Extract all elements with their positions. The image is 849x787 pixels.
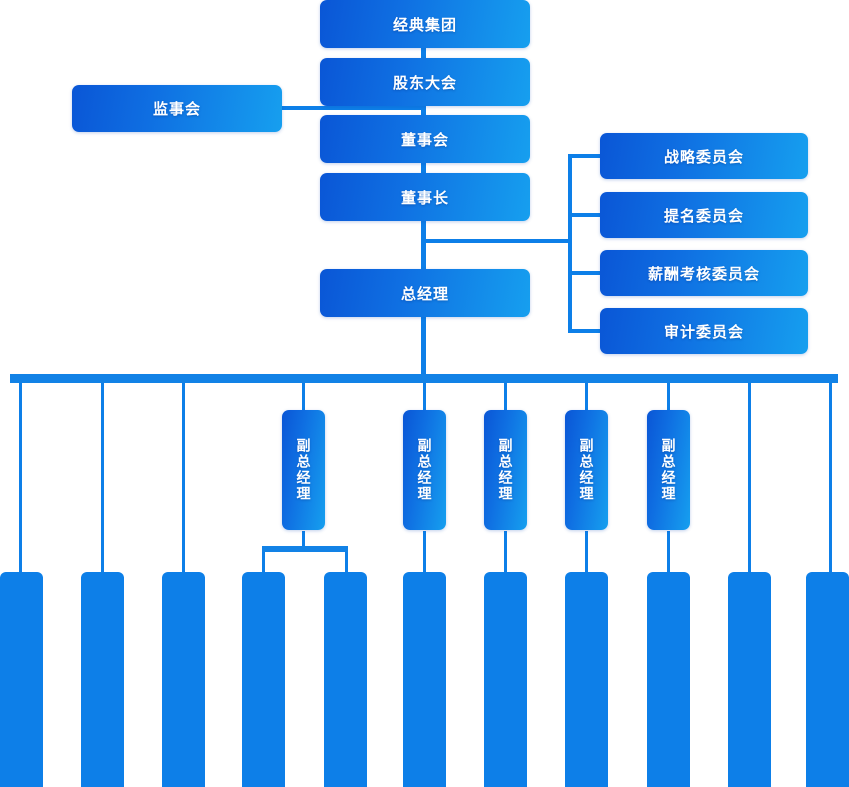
node-department-8[interactable]	[565, 572, 608, 787]
node-chairman[interactable]: 董事长	[320, 173, 530, 221]
node-deputy-gm-5[interactable]: 副总经理	[647, 410, 690, 530]
connector-gm-to-distribution-bar	[421, 316, 426, 376]
node-department-6[interactable]	[403, 572, 446, 787]
node-supervisory-board[interactable]: 监事会	[72, 85, 282, 132]
connector-board-to-chairman	[421, 163, 426, 174]
node-department-3[interactable]	[162, 572, 205, 787]
connector-spine-to-nomination	[568, 213, 602, 217]
node-department-10[interactable]	[728, 572, 771, 787]
node-deputy-gm-1[interactable]: 副总经理	[282, 410, 325, 530]
node-audit-committee[interactable]: 审计委员会	[600, 308, 808, 354]
committee-spine	[568, 154, 572, 333]
node-strategy-committee[interactable]: 战略委员会	[600, 133, 808, 179]
node-general-manager[interactable]: 总经理	[320, 269, 530, 317]
node-nomination-committee[interactable]: 提名委员会	[600, 192, 808, 238]
drop-line-dept-10	[748, 383, 751, 575]
node-department-9[interactable]	[647, 572, 690, 787]
node-compensation-committee[interactable]: 薪酬考核委员会	[600, 250, 808, 296]
node-department-7[interactable]	[484, 572, 527, 787]
drop-line-dept-8	[585, 531, 588, 575]
drop-line-dept-11	[829, 383, 832, 575]
drop-line-dept-7	[504, 531, 507, 575]
connector-group-to-shareholders	[421, 48, 426, 59]
connector-spine-to-compensation	[568, 271, 602, 275]
node-department-1[interactable]	[0, 572, 43, 787]
drop-line-deputy-3	[504, 383, 507, 410]
node-group[interactable]: 经典集团	[320, 0, 530, 48]
node-department-4[interactable]	[242, 572, 285, 787]
connector-supervisor-to-trunk	[280, 106, 425, 110]
node-shareholders-meeting[interactable]: 股东大会	[320, 58, 530, 106]
node-deputy-gm-3[interactable]: 副总经理	[484, 410, 527, 530]
drop-line-dept-9	[667, 531, 670, 575]
node-department-11[interactable]	[806, 572, 849, 787]
connector-chairman-to-gm	[421, 221, 426, 269]
deputy-1-sub-distribution-bar	[262, 546, 348, 552]
drop-line-deputy-2	[423, 383, 426, 410]
drop-line-dept-1	[19, 383, 22, 575]
department-distribution-bar	[10, 374, 838, 383]
drop-line-deputy-1	[302, 383, 305, 410]
connector-spine-to-audit	[568, 329, 602, 333]
node-department-5[interactable]	[324, 572, 367, 787]
drop-line-dept-4	[262, 552, 265, 575]
drop-line-deputy-5	[667, 383, 670, 410]
drop-line-dept-3	[182, 383, 185, 575]
drop-line-dept-2	[101, 383, 104, 575]
connector-spine-to-strategy	[568, 154, 602, 158]
node-deputy-gm-2[interactable]: 副总经理	[403, 410, 446, 530]
node-department-2[interactable]	[81, 572, 124, 787]
connector-deputy-1-to-subbar	[302, 531, 305, 549]
connector-shareholders-to-board	[421, 106, 426, 117]
node-deputy-gm-4[interactable]: 副总经理	[565, 410, 608, 530]
drop-line-deputy-4	[585, 383, 588, 410]
connector-chairman-to-committee-spine	[424, 239, 572, 243]
drop-line-dept-6	[423, 531, 426, 575]
node-board-of-directors[interactable]: 董事会	[320, 115, 530, 163]
drop-line-dept-5	[345, 552, 348, 575]
